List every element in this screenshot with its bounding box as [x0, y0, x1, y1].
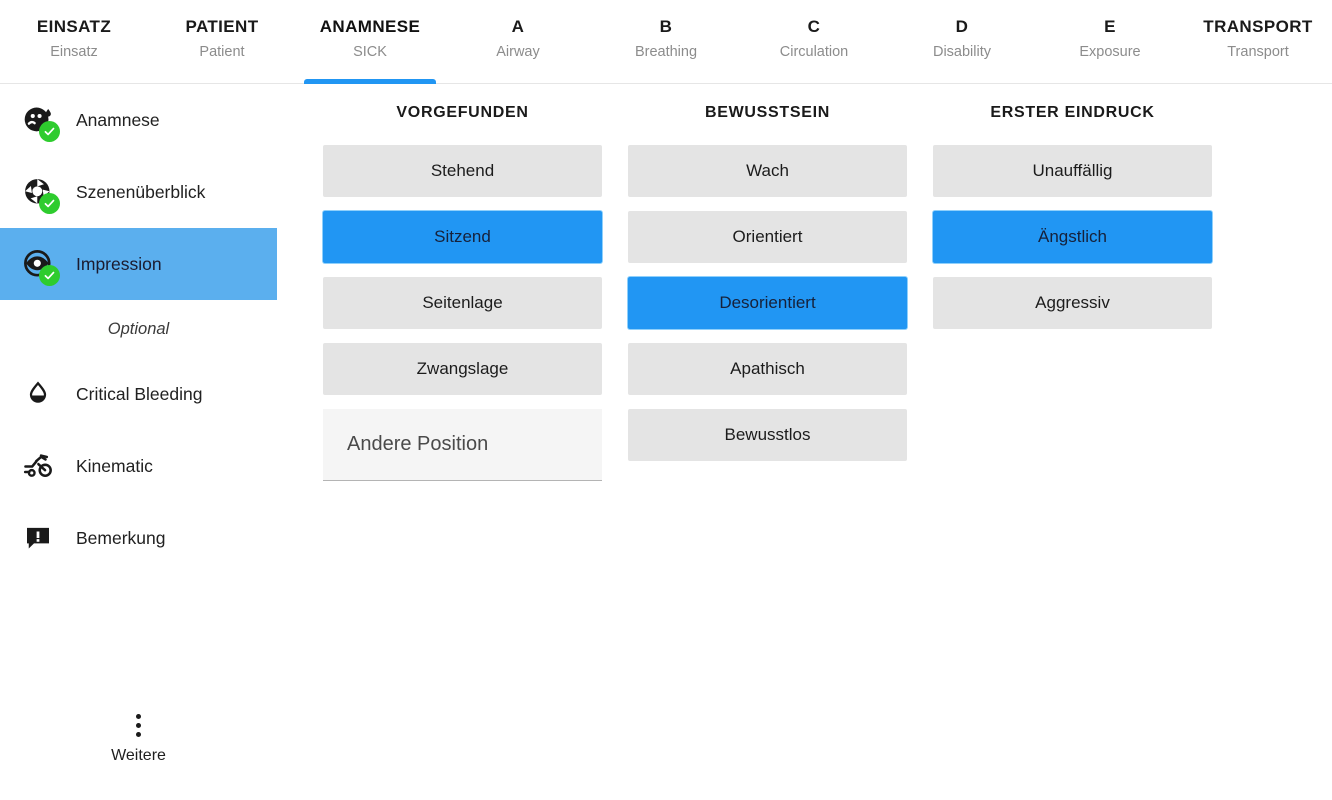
tab-sub-label: SICK [353, 44, 387, 60]
option-stehend[interactable]: Stehend [323, 145, 602, 197]
sidebar-item-label: Bemerkung [76, 527, 166, 548]
tab-main-label: PATIENT [185, 17, 259, 36]
option-unauff-llig[interactable]: Unauffällig [933, 145, 1212, 197]
tab-einsatz[interactable]: EINSATZ Einsatz [0, 0, 148, 84]
tab-active-indicator [304, 79, 436, 84]
option-aggressiv[interactable]: Aggressiv [933, 277, 1212, 329]
column-title: ERSTER EINDRUCK [990, 104, 1155, 121]
sidebar-item-szenen-berblick[interactable]: Szenenüberblick [0, 156, 277, 228]
sidebar-more-button[interactable]: Weitere [0, 714, 277, 765]
tab-patient[interactable]: PATIENT Patient [148, 0, 296, 84]
tab-main-label: A [511, 17, 525, 36]
face-sweat-icon [18, 100, 60, 142]
sidebar-item-label: Critical Bleeding [76, 383, 203, 404]
option-apathisch[interactable]: Apathisch [628, 343, 907, 395]
camera-aperture-icon [18, 172, 60, 214]
tab-sub-label: Exposure [1079, 44, 1141, 60]
tab-circulation[interactable]: C Circulation [740, 0, 888, 84]
tab-sub-label: Breathing [634, 44, 698, 60]
option--ngstlich[interactable]: Ängstlich [933, 211, 1212, 263]
option-wach[interactable]: Wach [628, 145, 907, 197]
option-bewusstlos[interactable]: Bewusstlos [628, 409, 907, 461]
tab-main-label: EINSATZ [36, 17, 112, 36]
tab-disability[interactable]: D Disability [888, 0, 1036, 84]
option-seitenlage[interactable]: Seitenlage [323, 277, 602, 329]
tab-sub-label: Airway [496, 44, 540, 60]
protocol-tabbar: EINSATZ Einsatz PATIENT Patient ANAMNESE SICK… [0, 0, 1332, 84]
sidebar-item-label: Impression [76, 253, 162, 274]
tab-breathing[interactable]: B Breathing [592, 0, 740, 84]
blood-drop-icon [18, 374, 58, 414]
option-sitzend[interactable]: Sitzend [323, 211, 602, 263]
tab-sub-label: Patient [199, 44, 245, 60]
sidebar-item-kinematic[interactable]: Kinematic [0, 430, 277, 502]
sidebar-item-label: Anamnese [76, 109, 160, 130]
tab-sick[interactable]: ANAMNESE SICK [296, 0, 444, 84]
other-position-input[interactable] [323, 409, 602, 481]
tab-sub-label: Einsatz [50, 44, 98, 60]
completed-check-icon [39, 265, 60, 286]
tab-sub-label: Disability [932, 44, 991, 60]
completed-check-icon [39, 193, 60, 214]
sidebar-item-label: Kinematic [76, 455, 153, 476]
tab-sub-label: Transport [1227, 44, 1289, 60]
sidebar-item-label: Szenenüberblick [76, 181, 206, 202]
comment-alert-icon [18, 518, 58, 558]
tab-transport[interactable]: TRANSPORT Transport [1184, 0, 1332, 84]
tab-main-label: ANAMNESE [319, 17, 421, 36]
tab-sub-label: Circulation [779, 44, 849, 60]
column-title: VORGEFUNDEN [396, 104, 529, 121]
completed-check-icon [39, 121, 60, 142]
tab-airway[interactable]: A Airway [444, 0, 592, 84]
option-orientiert[interactable]: Orientiert [628, 211, 907, 263]
tab-main-label: C [807, 17, 821, 36]
option-zwangslage[interactable]: Zwangslage [323, 343, 602, 395]
tab-main-label: D [955, 17, 969, 36]
more-vertical-icon [136, 714, 141, 737]
sidebar-item-impression[interactable]: Impression [0, 228, 277, 300]
eye-icon [18, 244, 60, 286]
tab-main-label: B [659, 17, 673, 36]
sidebar-optional-header: Optional [107, 319, 170, 338]
tab-main-label: TRANSPORT [1203, 17, 1313, 36]
sidebar-item-bemerkung[interactable]: Bemerkung [0, 502, 277, 574]
sidebar-item-anamnese[interactable]: Anamnese [0, 84, 277, 156]
option-desorientiert[interactable]: Desorientiert [628, 277, 907, 329]
column-title: BEWUSSTSEIN [704, 104, 831, 121]
tab-main-label: E [1104, 17, 1116, 36]
motorcycle-icon [18, 446, 58, 486]
sidebar-item-critical-bleeding[interactable]: Critical Bleeding [0, 358, 277, 430]
tab-exposure[interactable]: E Exposure [1036, 0, 1184, 84]
sidebar-more-label: Weitere [111, 747, 166, 764]
